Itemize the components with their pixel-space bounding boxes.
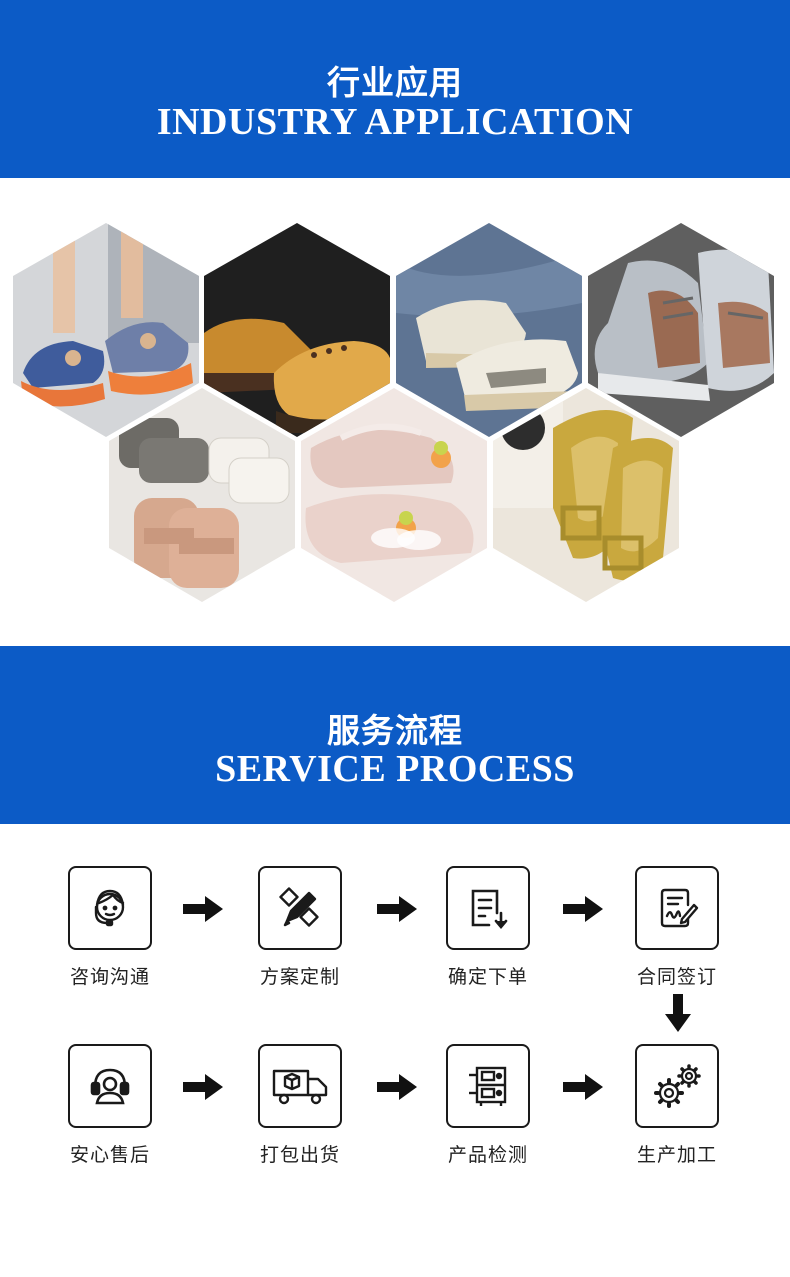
arrow-right-icon (563, 896, 603, 922)
after-sales-headset-icon (68, 1044, 152, 1128)
step-label: 打包出货 (259, 1144, 340, 1166)
service-title-en: SERVICE PROCESS (215, 748, 575, 790)
industry-title-en: INDUSTRY APPLICATION (156, 101, 634, 143)
inspection-machine-icon (446, 1044, 530, 1128)
order-document-icon (446, 866, 530, 950)
step-label: 合同签订 (636, 966, 717, 988)
gallery-image-work-shoes (204, 223, 390, 437)
arrow-right-icon (183, 1074, 223, 1100)
gallery-image-metallic-hightops (588, 223, 774, 437)
gallery-image-sneakers-orange (13, 223, 199, 437)
gallery-image-pink-flats (301, 388, 487, 602)
step-label: 确定下单 (447, 966, 528, 988)
gallery-image-white-sneakers (396, 223, 582, 437)
step-label: 产品检测 (447, 1144, 528, 1166)
step-label: 方案定制 (259, 966, 340, 988)
delivery-truck-icon (258, 1044, 342, 1128)
step-label: 安心售后 (69, 1144, 150, 1166)
arrow-down-icon (665, 994, 691, 1032)
arrow-right-icon (563, 1074, 603, 1100)
design-pencil-icon (258, 866, 342, 950)
gallery-image-velcro-kids-shoes (109, 388, 295, 602)
industry-title-cn: 行业应用 (327, 63, 463, 102)
industry-gallery (0, 178, 790, 646)
gears-icon (635, 1044, 719, 1128)
customer-service-icon (68, 866, 152, 950)
service-banner: 服务流程 SERVICE PROCESS (0, 646, 790, 824)
contract-sign-icon (635, 866, 719, 950)
arrow-right-icon (377, 1074, 417, 1100)
arrow-right-icon (183, 896, 223, 922)
step-label: 咨询沟通 (69, 966, 150, 988)
service-process: 咨询沟通 方案定制 确定下单 (0, 824, 790, 1277)
arrow-right-icon (377, 896, 417, 922)
step-label: 生产加工 (636, 1144, 717, 1166)
gallery-image-mustard-flats (493, 388, 679, 602)
service-title-cn: 服务流程 (327, 711, 463, 750)
industry-banner: 行业应用 INDUSTRY APPLICATION (0, 0, 790, 178)
